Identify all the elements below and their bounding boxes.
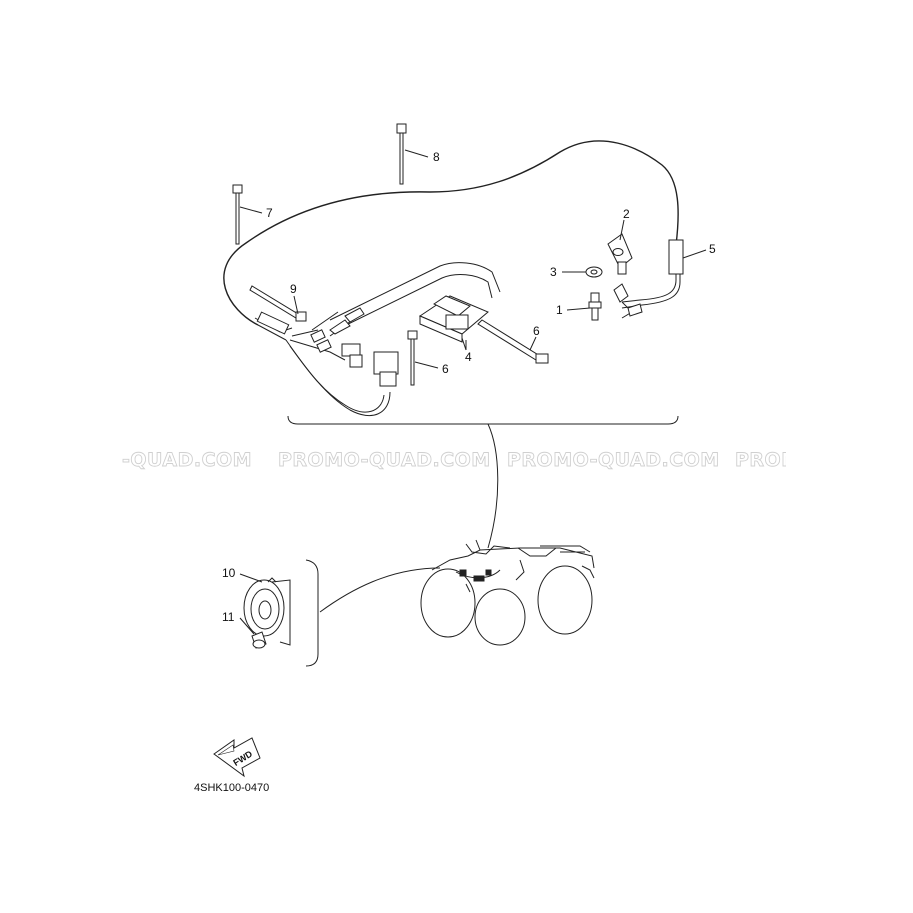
part-6-cable-tie-right — [477, 319, 549, 364]
callout-8: 8 — [433, 150, 440, 164]
part-11-bolt — [251, 631, 267, 649]
part-2-bracket — [607, 233, 633, 275]
part-7-cable-tie — [232, 184, 243, 245]
callout-1: 1 — [556, 303, 563, 317]
callout-labels: 8 7 9 2 5 3 1 6 4 6 10 11 — [222, 150, 716, 624]
group-bracket — [287, 415, 679, 425]
watermark-row: -QUAD.COM PROMO-QUAD.COM PROMO-QUAD.COM … — [122, 440, 826, 474]
diagram-code: 4SHK100-0470 — [194, 782, 269, 794]
callout-5: 5 — [709, 242, 716, 256]
leader-to-vehicle — [487, 423, 499, 549]
callout-7: 7 — [266, 206, 273, 220]
callout-9: 9 — [290, 282, 297, 296]
callout-6-left: 6 — [442, 362, 449, 376]
watermark-text: PROMO-QUAD.COM — [507, 449, 720, 471]
callout-11: 11 — [222, 610, 235, 624]
part-6-cable-tie-left — [407, 330, 418, 386]
leader-lines — [239, 149, 707, 635]
part-3-washer — [585, 266, 603, 278]
sensor-terminal — [613, 283, 643, 317]
part-1-switch — [588, 292, 602, 321]
callout-3: 3 — [550, 265, 557, 279]
part-8-cable-tie — [396, 123, 407, 185]
horn-group-bracket — [305, 559, 319, 667]
callout-2: 2 — [623, 207, 630, 221]
watermark-text: PROM — [735, 449, 801, 471]
watermark-text: PROMO-QUAD.COM — [278, 449, 491, 471]
fwd-arrow: FWD — [213, 737, 261, 778]
part-10-horn — [243, 577, 291, 646]
callout-4: 4 — [465, 350, 472, 364]
callout-6-right: 6 — [533, 324, 540, 338]
atv-vehicle — [420, 539, 595, 646]
leader-to-horn — [319, 567, 441, 613]
part-9-cable-tie — [249, 285, 307, 322]
watermark-text: -QUAD.COM — [122, 449, 252, 471]
part-4-module — [418, 295, 489, 351]
sub-harness — [311, 262, 501, 337]
wire-harness — [223, 140, 684, 417]
callout-10: 10 — [222, 566, 236, 580]
harness-connectors — [256, 311, 399, 387]
